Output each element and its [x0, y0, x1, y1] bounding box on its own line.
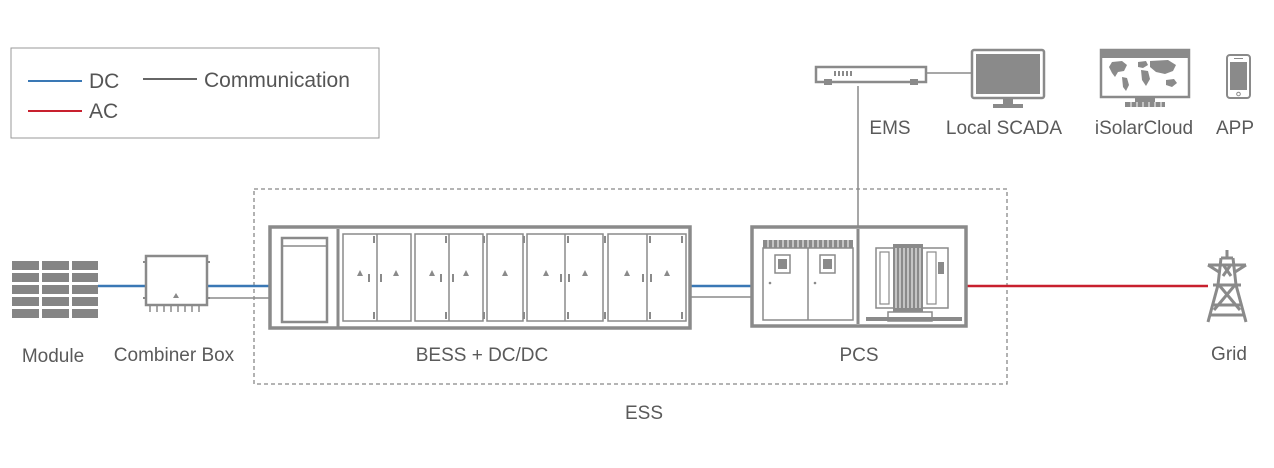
combiner-box-label: Combiner Box: [114, 345, 235, 366]
grid-label: Grid: [1211, 344, 1247, 365]
legend: DC Communication AC: [10, 47, 380, 139]
module-label: Module: [22, 346, 84, 367]
battery-container-icon: [268, 225, 692, 330]
smartphone-icon: [1226, 54, 1251, 99]
ems-device-icon: [814, 65, 928, 85]
app-label: APP: [1216, 118, 1254, 139]
world-map-screen-icon: [1099, 48, 1191, 107]
legend-box: [10, 47, 380, 139]
transmission-tower-icon: [1206, 250, 1248, 323]
bess-label: BESS + DC/DC: [416, 345, 549, 366]
ems-label: EMS: [869, 118, 910, 139]
solar-panel-icon: [12, 261, 98, 318]
legend-communication-label: Communication: [204, 69, 350, 92]
legend-ac-label: AC: [89, 100, 118, 123]
connections: [98, 72, 1208, 299]
pcs-container-icon: [750, 225, 968, 328]
ess-label: ESS: [625, 403, 663, 424]
pcs-label: PCS: [839, 345, 878, 366]
monitor-icon: [970, 48, 1046, 108]
combiner-box-icon: [143, 254, 210, 312]
local-scada-label: Local SCADA: [946, 118, 1062, 139]
isolarcloud-label: iSolarCloud: [1095, 118, 1193, 139]
legend-dc-label: DC: [89, 70, 119, 93]
